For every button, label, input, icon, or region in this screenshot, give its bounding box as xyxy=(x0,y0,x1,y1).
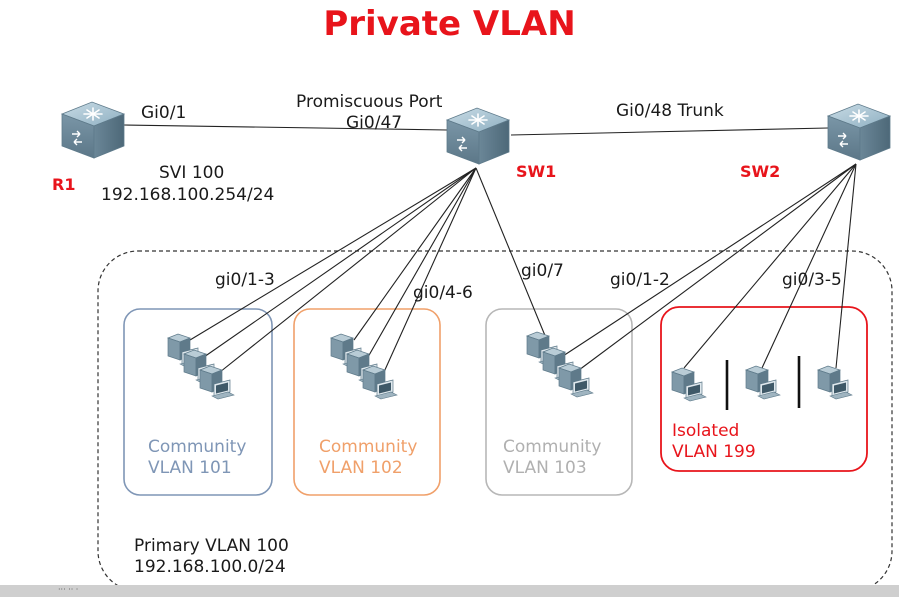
r1-port-label: Gi0/1 xyxy=(141,103,187,123)
pc-icon xyxy=(362,365,398,400)
group-label-vlan-199-line1: Isolated xyxy=(672,421,740,441)
port-label-gi0-7: gi0/7 xyxy=(521,261,564,281)
port-label-gi0-3-5: gi0/3-5 xyxy=(782,270,842,290)
sw2-trunk-label: Gi0/48 Trunk xyxy=(616,101,724,121)
group-label-vlan-101-line1: Community xyxy=(148,437,247,457)
group-label-vlan-102-line1: Community xyxy=(319,437,418,457)
pc-icon xyxy=(817,365,853,400)
group-label-vlan-103-line2: VLAN 103 xyxy=(503,458,587,478)
port-label-gi0-1-3: gi0/1-3 xyxy=(215,270,275,290)
group-box-vlan-101 xyxy=(123,308,273,496)
page-title: Private VLAN xyxy=(323,4,576,44)
sw1-promiscuous-label: Promiscuous Port xyxy=(296,92,443,112)
router-r1-icon xyxy=(61,101,125,159)
bottom-status-bar: ··· ·· · xyxy=(0,585,899,597)
primary-vlan-label: Primary VLAN 100 xyxy=(134,536,289,556)
primary-vlan-subnet: 192.168.100.0/24 xyxy=(134,557,286,577)
pc-icon xyxy=(199,365,235,400)
group-label-vlan-199-line2: VLAN 199 xyxy=(672,442,756,462)
switch-sw2-icon xyxy=(827,103,891,161)
svi-address: 192.168.100.254/24 xyxy=(101,185,275,205)
group-label-vlan-102-line2: VLAN 102 xyxy=(319,458,403,478)
links xyxy=(123,124,857,373)
link-r1-sw1 xyxy=(123,124,448,131)
pc-icon xyxy=(745,365,781,400)
bottom-bar-text: ··· ·· · xyxy=(58,585,79,594)
sw1-name: SW1 xyxy=(516,162,557,181)
svi-label: SVI 100 xyxy=(159,163,225,183)
pc-icon xyxy=(558,363,594,398)
group-box-vlan-199 xyxy=(660,306,868,472)
group-label-vlan-103-line1: Community xyxy=(503,437,602,457)
group-label-vlan-101-line2: VLAN 101 xyxy=(148,458,232,478)
pc-icon xyxy=(671,367,707,402)
port-label-gi0-4-6: gi0/4-6 xyxy=(413,283,473,303)
sw2-name: SW2 xyxy=(740,162,781,181)
group-box-vlan-102 xyxy=(293,308,441,496)
port-label-gi0-1-2: gi0/1-2 xyxy=(610,270,670,290)
switch-sw1-icon xyxy=(446,107,510,165)
r1-name: R1 xyxy=(52,175,76,194)
group-box-vlan-103 xyxy=(485,308,633,496)
sw1-promiscuous-port: Gi0/47 xyxy=(346,113,403,133)
link-sw1-sw2 xyxy=(510,127,829,136)
